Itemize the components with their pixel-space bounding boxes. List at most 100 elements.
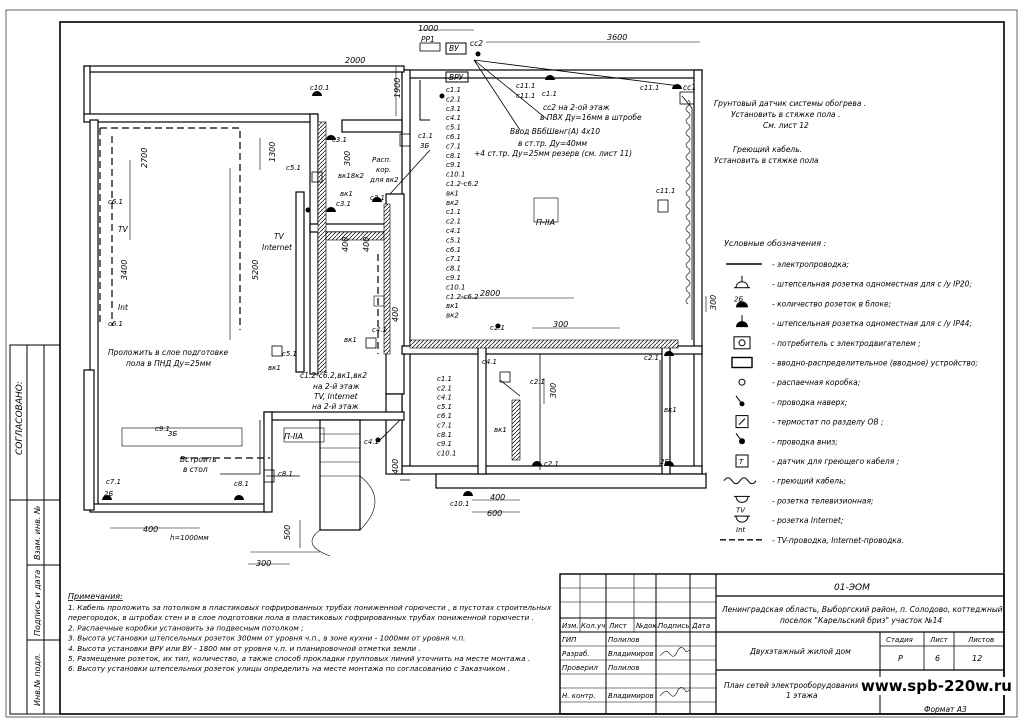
svg-text:400: 400 bbox=[490, 493, 505, 502]
plan-annotations: PP1 ВУ ВРУ cc2 cc1 cc2 на 2-ой этаж в ПВ… bbox=[108, 35, 866, 474]
circuit-list-item: c5.1 bbox=[437, 403, 452, 411]
svg-text:c11.1: c11.1 bbox=[656, 187, 675, 195]
legend-item-text: - электропроводка; bbox=[772, 260, 849, 269]
svg-text:c8.1: c8.1 bbox=[234, 480, 249, 488]
svg-text:Кол.уч: Кол.уч bbox=[581, 622, 605, 630]
svg-text:Расп.: Расп. bbox=[372, 156, 391, 164]
svg-text:c10.1: c10.1 bbox=[310, 84, 329, 92]
inv-sub-label: Взам. инв. № bbox=[33, 506, 42, 560]
svg-text:c10.1: c10.1 bbox=[450, 500, 469, 508]
svg-text:c2.1: c2.1 bbox=[544, 460, 559, 468]
legend-item-text: - розетка телевизионная; bbox=[772, 496, 874, 505]
svg-text:TV, Internet: TV, Internet bbox=[314, 392, 359, 401]
circuit-list-item: c10.1 bbox=[437, 449, 456, 457]
svg-text:400: 400 bbox=[341, 237, 350, 252]
circuit-list-item: c1.1 bbox=[446, 86, 461, 94]
svg-text:c1.1: c1.1 bbox=[542, 90, 557, 98]
svg-text:c2.1: c2.1 bbox=[644, 354, 659, 362]
sheet-frame bbox=[5, 9, 1018, 718]
circuit-list-item: c9.1 bbox=[446, 274, 461, 282]
circuit-list-item: c1.1 bbox=[437, 375, 452, 383]
svg-text:вк1: вк1 bbox=[664, 406, 677, 414]
svg-text:Лист: Лист bbox=[608, 622, 628, 630]
svg-text:300: 300 bbox=[343, 151, 352, 166]
svg-text:300: 300 bbox=[549, 383, 558, 398]
circuit-list-item: c4.1 bbox=[437, 394, 452, 402]
svg-text:c1.1: c1.1 bbox=[490, 324, 505, 332]
svg-text:400: 400 bbox=[362, 237, 371, 252]
circuit-list-item: c10.1 bbox=[446, 283, 465, 291]
svg-text:c9.1: c9.1 bbox=[155, 425, 170, 433]
svg-text:Листов: Листов bbox=[967, 636, 994, 644]
legend-symbol-label: Int bbox=[736, 526, 746, 534]
svg-text:c3.1: c3.1 bbox=[370, 194, 385, 202]
svg-text:3600: 3600 bbox=[607, 33, 627, 42]
svg-text:в ПВХ Ду=16мм в штробе: в ПВХ Ду=16мм в штробе bbox=[540, 113, 642, 122]
legend-item-text: - TV-проводка, Internet-проводка. bbox=[772, 536, 904, 545]
circuit-list-item: c8.1 bbox=[437, 431, 452, 439]
legend-symbol-vru-icon bbox=[731, 356, 753, 369]
circuit-list-item: c5.1 bbox=[446, 124, 461, 132]
svg-text:c11.1: c11.1 bbox=[640, 84, 659, 92]
legend-item-text: - греющий кабель; bbox=[772, 477, 846, 486]
note-line: 2. Распаечные коробки установить за подв… bbox=[68, 623, 304, 632]
circuit-list-item: c10.1 bbox=[446, 171, 465, 179]
note-line: 6. Высоту установки штепсельных розеток … bbox=[68, 664, 510, 673]
svg-text:вк1: вк1 bbox=[344, 336, 357, 344]
title-block: 01-ЭОМ Ленинградская область, Выборгский… bbox=[559, 573, 1005, 715]
svg-text:3Б: 3Б bbox=[168, 430, 177, 438]
circuit-list-item: c8.1 bbox=[446, 152, 461, 160]
circuit-list-item: c6.1 bbox=[437, 412, 452, 420]
svg-text:c4.1: c4.1 bbox=[364, 438, 379, 446]
circuit-list-item: c9.1 bbox=[446, 161, 461, 169]
svg-text:Изм.: Изм. bbox=[562, 622, 578, 630]
svg-text:c11.1: c11.1 bbox=[516, 92, 535, 100]
svg-text:2700: 2700 bbox=[140, 148, 149, 168]
svg-text:12: 12 bbox=[972, 654, 982, 663]
svg-text:пола в ПНД Ду=25мм: пола в ПНД Ду=25мм bbox=[126, 359, 211, 368]
site-url-watermark[interactable]: www.spb-220w.ru bbox=[858, 677, 1015, 695]
svg-text:Дата: Дата bbox=[691, 622, 710, 630]
legend-item-text: - количество розеток в блоке; bbox=[772, 299, 891, 308]
svg-text:Лист: Лист bbox=[929, 636, 949, 644]
svg-text:Встроить: Встроить bbox=[180, 455, 217, 464]
circuit-list-item: c1.2-c6.2 bbox=[446, 293, 479, 301]
svg-text:c1.1: c1.1 bbox=[418, 132, 433, 140]
svg-text:300: 300 bbox=[709, 295, 718, 310]
svg-text:ВРУ: ВРУ bbox=[449, 73, 464, 82]
svg-text:в стол: в стол bbox=[183, 465, 208, 474]
floor-plan bbox=[83, 29, 707, 565]
svg-text:3Б: 3Б bbox=[420, 142, 429, 150]
svg-text:Internet: Internet bbox=[262, 243, 293, 252]
svg-text:3400: 3400 bbox=[120, 260, 129, 280]
svg-text:Н. контр.: Н. контр. bbox=[562, 692, 596, 700]
svg-text:c11.1: c11.1 bbox=[516, 82, 535, 90]
legend-item-text: - вводно-распределительное (вводное) уст… bbox=[772, 359, 978, 368]
legend-item-text: - проводка вниз; bbox=[772, 437, 838, 446]
circuit-list-item: c2.1 bbox=[437, 384, 452, 392]
svg-text:П-IIA: П-IIA bbox=[536, 218, 555, 227]
svg-text:c3.1: c3.1 bbox=[336, 200, 351, 208]
circuit-list-item: c4.1 bbox=[446, 114, 461, 122]
circuit-list-item: c5.1 bbox=[446, 236, 461, 244]
svg-text:h=1000мм: h=1000мм bbox=[170, 534, 209, 542]
notes: Примечания: 1. Кабель проложить за потол… bbox=[68, 592, 552, 673]
svg-text:Полилов: Полилов bbox=[608, 636, 639, 644]
svg-text:c4.1: c4.1 bbox=[482, 358, 497, 366]
address-2: поселок "Карельский бриз" участок №14 bbox=[780, 616, 942, 625]
svg-text:на 2-й этаж: на 2-й этаж bbox=[313, 382, 360, 391]
circuit-list-item: вк1 bbox=[446, 302, 459, 310]
svg-text:500: 500 bbox=[283, 525, 292, 540]
svg-text:Греющий кабель.: Греющий кабель. bbox=[733, 145, 802, 154]
svg-text:вк1: вк1 bbox=[494, 426, 507, 434]
svg-text:Стадия: Стадия bbox=[886, 636, 913, 644]
legend-title: Условные обозначения : bbox=[724, 239, 827, 248]
legend-item-text: - штепсельная розетка одноместная для с … bbox=[772, 319, 972, 328]
legend-symbol-count-icon bbox=[736, 301, 748, 308]
legend-symbol-int-icon bbox=[734, 515, 750, 523]
svg-text:ГИП: ГИП bbox=[562, 636, 577, 644]
svg-text:Владимиров: Владимиров bbox=[608, 692, 654, 700]
note-line: перегородок, в штробах стен и в слое под… bbox=[68, 613, 534, 622]
circuit-list-a: c1.1c2.1c3.1c4.1c5.1c6.1c7.1c8.1c9.1c10.… bbox=[446, 86, 479, 320]
svg-text:Подпись: Подпись bbox=[658, 622, 690, 630]
